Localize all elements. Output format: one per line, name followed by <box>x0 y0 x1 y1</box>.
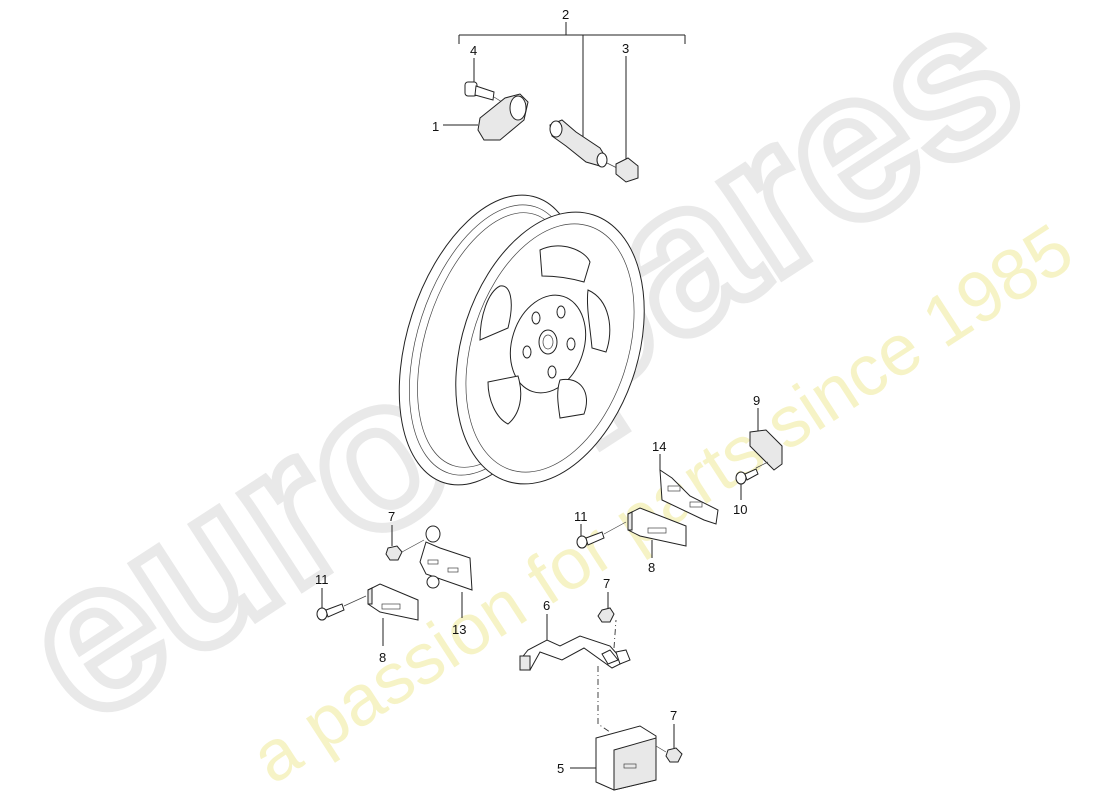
callout-11b: 11 <box>574 509 588 524</box>
callout-1: 1 <box>432 119 439 134</box>
callout-8a: 8 <box>379 650 386 665</box>
callout-7c: 7 <box>670 708 677 723</box>
part-7c-nut[interactable] <box>655 724 683 763</box>
part-7a-nut[interactable] <box>385 525 425 561</box>
part-14-bracket[interactable] <box>659 454 719 525</box>
callout-8b: 8 <box>648 560 655 575</box>
part-6-bracket[interactable] <box>519 614 631 733</box>
callout-4: 4 <box>470 43 477 58</box>
callout-6: 6 <box>543 598 550 613</box>
part-3-cap[interactable] <box>615 56 639 183</box>
callout-7b: 7 <box>603 576 610 591</box>
part-8b-module[interactable] <box>627 507 687 558</box>
part-8a-module[interactable] <box>367 583 419 646</box>
callout-9: 9 <box>753 393 760 408</box>
callout-bracket-2 <box>458 22 686 140</box>
part-13-bracket[interactable] <box>419 525 473 618</box>
part-11a-screw[interactable] <box>316 588 367 621</box>
callout-3: 3 <box>622 41 629 56</box>
callout-10: 10 <box>733 502 747 517</box>
part-9-clip[interactable] <box>749 408 783 471</box>
callout-5: 5 <box>557 761 564 776</box>
part-11b-screw[interactable] <box>576 521 627 549</box>
wheel-rim[interactable] <box>366 172 677 508</box>
part-4-bolt[interactable] <box>464 58 503 103</box>
part-10-screw[interactable] <box>735 468 759 500</box>
callout-14: 14 <box>652 439 666 454</box>
callout-13: 13 <box>452 622 466 637</box>
callout-2: 2 <box>562 7 569 22</box>
callout-labels: 2 4 3 1 9 14 10 11 7 8 11 7 6 13 8 7 5 <box>315 7 760 776</box>
part-1-sensor[interactable] <box>443 93 529 141</box>
part-5-control-unit[interactable] <box>570 725 657 791</box>
part-2-valve[interactable] <box>549 119 618 169</box>
callout-11a: 11 <box>315 572 329 587</box>
callout-7a: 7 <box>388 509 395 524</box>
part-7b-nut[interactable] <box>597 592 615 623</box>
